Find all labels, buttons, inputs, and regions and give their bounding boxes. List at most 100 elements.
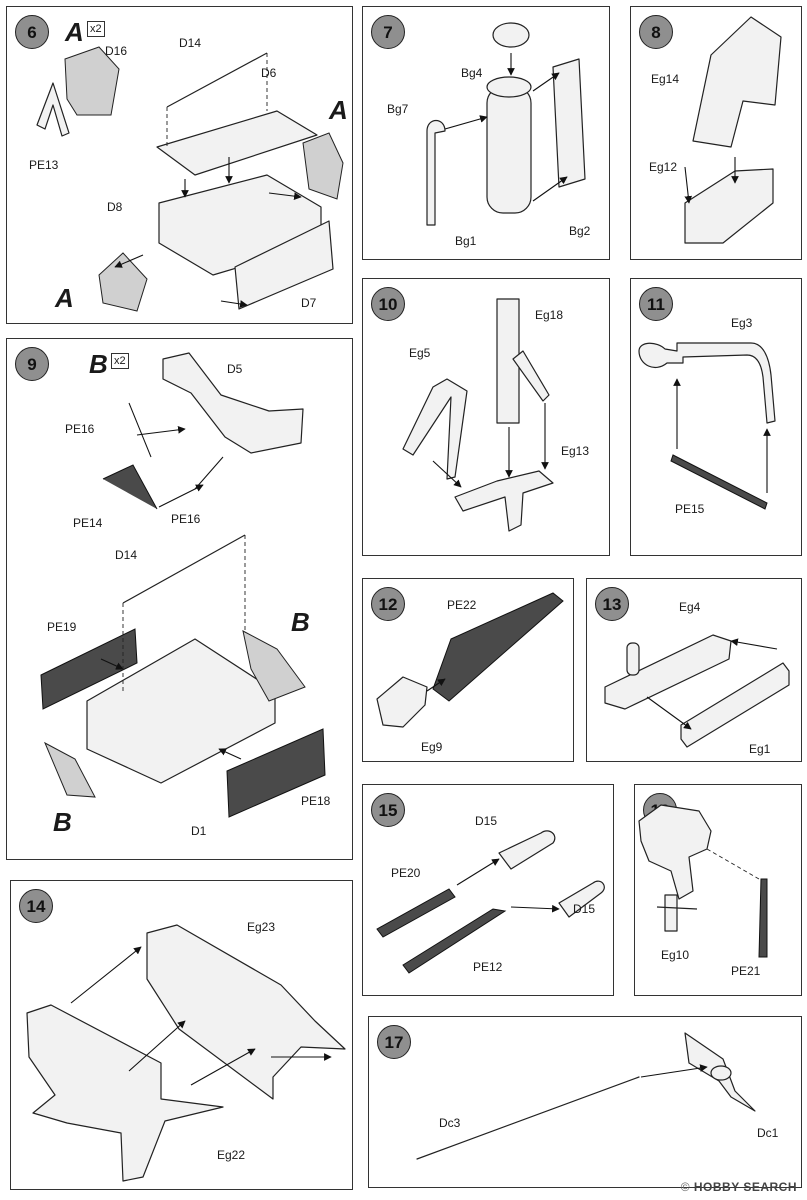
subassembly-letter: B xyxy=(89,349,108,379)
part-label: Eg18 xyxy=(535,308,564,322)
part-label: D14 xyxy=(115,548,138,562)
part-eg1 xyxy=(680,662,790,748)
part-label: D15 xyxy=(475,814,498,828)
part-label: Dc1 xyxy=(757,1126,779,1140)
guide-arrow-icon xyxy=(432,460,462,488)
part-label: PE15 xyxy=(675,502,705,516)
part-a-top xyxy=(302,132,344,200)
step-number-badge: 10 xyxy=(371,287,405,321)
part-a-bottom xyxy=(98,252,148,312)
part-label: D1 xyxy=(191,824,207,838)
step-11-panel: 11 Eg3 PE15 xyxy=(630,278,802,556)
part-label: PE20 xyxy=(391,866,421,880)
part-label: Eg3 xyxy=(731,316,753,330)
part-pe16 xyxy=(194,456,224,490)
guide-arrow-icon xyxy=(114,254,144,268)
guide-arrow-icon xyxy=(218,748,242,760)
part-bg4 xyxy=(492,22,530,48)
step-number-badge: 9 xyxy=(15,347,49,381)
part-eg23 xyxy=(146,924,346,1100)
part-eg12 xyxy=(684,168,774,244)
guide-arrow-icon xyxy=(190,1048,256,1086)
part-label: Dc3 xyxy=(439,1116,461,1130)
step-number-badge: 17 xyxy=(377,1025,411,1059)
guide-arrow-icon xyxy=(646,696,692,730)
guide-arrow-icon xyxy=(456,858,500,886)
part-eg10 xyxy=(638,804,712,900)
step-number-badge: 7 xyxy=(371,15,405,49)
step-number-badge: 8 xyxy=(639,15,673,49)
quantity-badge: x2 xyxy=(111,353,129,369)
part-pe16 xyxy=(128,402,152,458)
part-label: PE14 xyxy=(73,516,103,530)
step-7-panel: 7 Bg4 Bg7 Bg1 Bg2 xyxy=(362,6,610,260)
guide-arrow-icon xyxy=(70,946,142,1004)
guide-arrow-icon xyxy=(128,1020,186,1072)
step-14-illustration xyxy=(26,924,346,1182)
part-label: Eg5 xyxy=(409,346,431,360)
step-16-panel: 16 Eg10 PE21 xyxy=(634,784,802,996)
step-12-illustration xyxy=(376,592,564,728)
part-label: Eg4 xyxy=(679,600,701,614)
part-label: Bg1 xyxy=(455,234,477,248)
part-pe12 xyxy=(402,908,507,974)
step-13-panel: 13 Eg4 Eg1 xyxy=(586,578,802,762)
guide-arrow-icon xyxy=(426,678,446,692)
part-pe19 xyxy=(40,628,138,710)
part-d7 xyxy=(234,220,334,310)
part-label: D16 xyxy=(105,44,128,58)
part-label: PE16 xyxy=(171,512,201,526)
step-11-illustration xyxy=(638,342,776,510)
part-d16 xyxy=(64,46,120,116)
part-label: D6 xyxy=(261,66,277,80)
step-16-illustration xyxy=(638,804,768,958)
part-eg13 xyxy=(454,470,554,532)
part-label: Bg2 xyxy=(569,224,591,238)
guide-arrow-icon xyxy=(220,300,248,308)
part-d6 xyxy=(156,110,318,176)
part-pe21 xyxy=(758,878,768,958)
part-label: Eg23 xyxy=(247,920,276,934)
part-eg5 xyxy=(402,378,468,480)
step-8-illustration xyxy=(684,16,782,244)
step-12-panel: 12 PE22 Eg9 xyxy=(362,578,574,762)
guide-arrow-icon xyxy=(684,166,693,204)
step-number-badge: 6 xyxy=(15,15,49,49)
guide-arrow-icon xyxy=(136,426,186,436)
part-d1 xyxy=(86,638,276,784)
step-13-illustration xyxy=(604,634,790,748)
step-number-badge: 15 xyxy=(371,793,405,827)
part-pe18 xyxy=(226,728,326,818)
part-eg10-screw xyxy=(664,894,678,932)
step-10-panel: 10 Eg18 Eg5 Eg13 xyxy=(362,278,610,556)
step-number-badge: 13 xyxy=(595,587,629,621)
part-label: Eg13 xyxy=(561,444,590,458)
guide-arrow-icon xyxy=(100,658,124,670)
guide-arrow-icon xyxy=(532,176,568,202)
subassembly-marker: B xyxy=(53,807,72,837)
part-eg22 xyxy=(26,1004,224,1182)
part-label: Eg14 xyxy=(651,72,680,86)
part-label: PE18 xyxy=(301,794,331,808)
part-eg3 xyxy=(638,342,776,424)
subassembly-marker: B xyxy=(291,607,310,637)
step-6-panel: 6 A x2 D16 D14 D6 PE13 D8 D7 A A xyxy=(6,6,353,324)
step-15-illustration xyxy=(376,830,605,974)
part-d14 xyxy=(166,52,268,108)
guide-arrow-icon xyxy=(730,638,778,650)
part-b-top xyxy=(242,630,306,702)
part-d14 xyxy=(122,534,246,604)
part-bg7 xyxy=(426,119,446,226)
part-bg1 xyxy=(486,86,532,214)
part-pe20 xyxy=(376,888,456,938)
part-label: D7 xyxy=(301,296,317,310)
part-d15 xyxy=(498,830,556,870)
part-bg2 xyxy=(552,58,586,188)
guide-arrow-icon xyxy=(158,484,204,508)
watermark: © HOBBY SEARCH xyxy=(681,1180,797,1194)
step-7-illustration xyxy=(426,22,586,226)
part-eg9 xyxy=(376,676,428,728)
guide-arrow-icon xyxy=(444,115,488,130)
part-eg14 xyxy=(692,16,782,148)
part-label: Eg9 xyxy=(421,740,443,754)
